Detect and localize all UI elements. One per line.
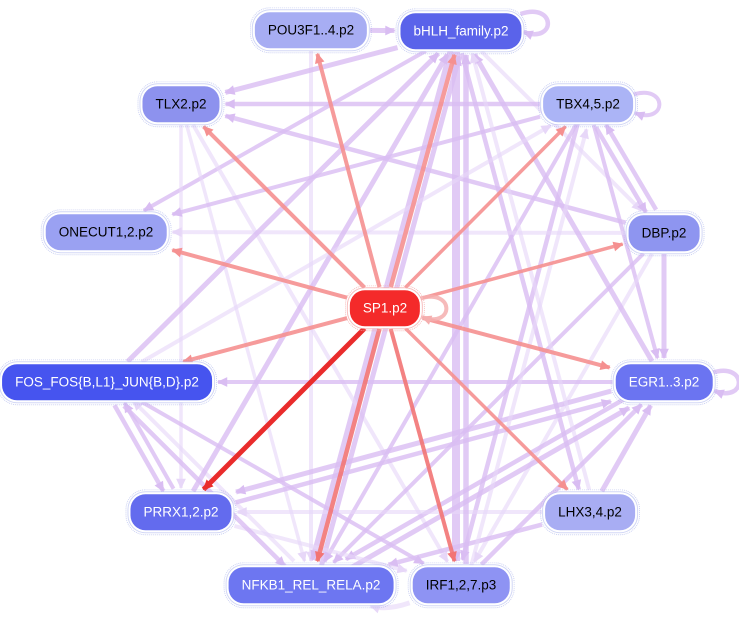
- node-label: ONECUT1,2.p2: [58, 224, 154, 240]
- node-label: PRRX1,2.p2: [143, 504, 219, 520]
- graph-node-nfkb[interactable]: NFKB1_REL_RELA.p2: [223, 562, 399, 608]
- edge-sp1-to-bhlh: [388, 53, 457, 288]
- graph-node-bhlh[interactable]: bHLH_family.p2: [395, 8, 527, 54]
- graph-node-pou3f[interactable]: POU3F1..4.p2: [249, 7, 373, 53]
- graph-node-lhx[interactable]: LHX3,4.p2: [540, 489, 640, 535]
- graph-node-egr[interactable]: EGR1..3.p2: [610, 359, 718, 405]
- self-loop-edge-egr: [710, 368, 739, 399]
- node-label: EGR1..3.p2: [628, 374, 700, 390]
- node-label: LHX3,4.p2: [558, 504, 622, 520]
- node-label: TLX2.p2: [155, 96, 207, 112]
- node-label: POU3F1..4.p2: [267, 22, 355, 38]
- node-label: DBP.p2: [641, 225, 687, 241]
- graph-node-prrx[interactable]: PRRX1,2.p2: [125, 489, 237, 535]
- node-label: IRF1,2,7.p3: [425, 577, 497, 593]
- node-label: TBX4,5.p2: [556, 96, 620, 112]
- edge-sp1-to-dbp: [422, 241, 624, 300]
- edge-sp1-to-tlx2: [202, 125, 367, 290]
- node-label: SP1.p2: [362, 300, 408, 316]
- edge-sp1-to-egr: [422, 316, 611, 370]
- edge-dbp-to-tbx: [604, 123, 659, 211]
- edge-tbx-to-dbp: [593, 126, 648, 214]
- node-label: FOS_FOS{B,L1}_JUN{B,D}.p2: [15, 374, 199, 390]
- edge-prrx-to-bhlh: [190, 53, 450, 493]
- edge-egr-to-nfkb: [344, 395, 628, 562]
- node-label: bHLH_family.p2: [413, 23, 509, 39]
- edge-dbp-to-onecut: [171, 227, 626, 238]
- graph-node-fos[interactable]: FOS_FOS{B,L1}_JUN{B,D}.p2: [0, 359, 217, 405]
- edge-sp1-to-nfkb: [315, 328, 382, 563]
- edge-sp1-to-onecut: [171, 247, 348, 300]
- edge-tbx-to-egr: [591, 124, 660, 360]
- edge-nfkb-to-egr: [347, 405, 631, 572]
- graph-node-onecut[interactable]: ONECUT1,2.p2: [40, 209, 172, 255]
- graph-node-irf[interactable]: IRF1,2,7.p3: [407, 562, 515, 608]
- edge-fos-to-irf: [140, 400, 425, 566]
- edge-tbx-to-onecut: [171, 114, 541, 217]
- edge-sp1-to-lhx: [404, 327, 569, 491]
- self-loop-edge-tbx: [631, 90, 662, 121]
- edge-egr-to-bhlh: [472, 53, 655, 363]
- edge-sp1-to-prrx: [201, 326, 367, 492]
- edge-lhx-to-egr: [599, 404, 653, 493]
- edge-sp1-to-irf: [388, 328, 457, 563]
- graph-node-dbp[interactable]: DBP.p2: [623, 210, 705, 256]
- edge-bhlh-to-tlx2: [224, 45, 399, 95]
- graph-node-sp1[interactable]: SP1.p2: [344, 285, 426, 331]
- edge-fos-to-prrx: [112, 404, 166, 493]
- edge-lhx-to-bhlh: [469, 52, 592, 491]
- edge-sp1-to-fos: [182, 316, 348, 365]
- edge-sp1-to-pou3f: [315, 52, 382, 288]
- edge-irf-to-nfkb: [369, 600, 411, 614]
- self-loop-edge-sp1: [418, 294, 449, 325]
- self-loop-edge-bhlh: [519, 9, 551, 40]
- edge-sp1-to-tbx: [404, 125, 567, 289]
- graph-node-tlx2[interactable]: TLX2.p2: [137, 81, 225, 127]
- edge-fos-to-tbx: [140, 123, 552, 364]
- node-label: NFKB1_REL_RELA.p2: [241, 577, 381, 593]
- graph-node-tbx[interactable]: TBX4,5.p2: [538, 81, 638, 127]
